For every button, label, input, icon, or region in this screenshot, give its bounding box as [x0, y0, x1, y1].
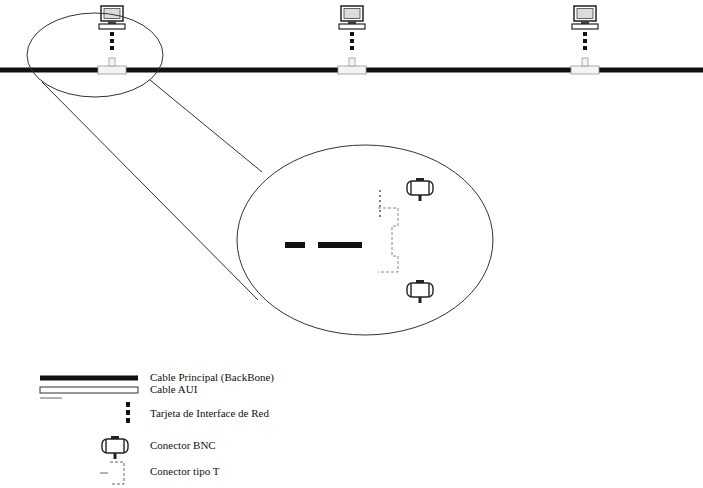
- legend-text: Conector tipo T: [150, 465, 219, 478]
- legend-row: Cable Principal (BackBone): [150, 371, 274, 384]
- legend-sample: [40, 378, 138, 379]
- zoom-detail: [285, 178, 433, 303]
- legend-row: Tarjeta de Interface de Red: [150, 407, 269, 420]
- zoom-callout: [27, 13, 493, 335]
- legend-sample: [40, 387, 138, 393]
- legend-sample: [40, 398, 128, 426]
- legend-row: Cable AUI: [150, 383, 197, 396]
- legend-text: Cable AUI: [150, 383, 197, 396]
- legend-text: Cable Principal (BackBone): [150, 371, 274, 384]
- workstations: [98, 6, 599, 74]
- legend-sample: [100, 462, 124, 484]
- legend-text: Tarjeta de Interface de Red: [150, 407, 269, 420]
- legend-row: Conector tipo T: [150, 465, 219, 478]
- legend-text: Conector BNC: [150, 439, 216, 452]
- legend-row: Conector BNC: [150, 439, 216, 452]
- legend-sample: [102, 436, 128, 459]
